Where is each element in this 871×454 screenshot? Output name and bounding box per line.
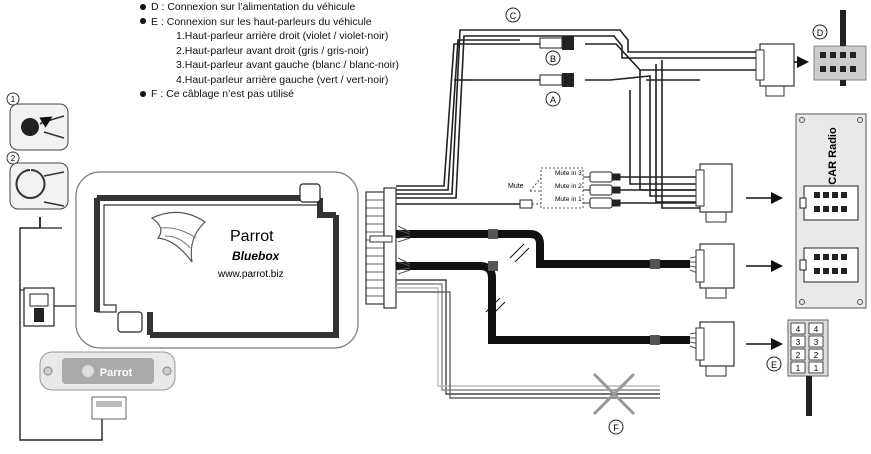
bullet-icon: [140, 18, 146, 25]
step-2-icon: 2: [6, 151, 69, 210]
radio-connector-1: [695, 163, 783, 223]
display-label: Parrot: [100, 367, 133, 379]
pin-3-left: 3: [796, 338, 801, 347]
mute-in-1: Mute in 1: [555, 196, 582, 203]
harness-connector: [365, 187, 397, 309]
mute-label: Mute: [508, 183, 524, 190]
pin-2-left: 2: [796, 351, 801, 360]
legend-f: F : Ce câblage n’est pas utilisé: [140, 87, 399, 102]
unused-wires: F: [396, 279, 660, 435]
radio-socket-bottom: [799, 247, 859, 283]
bullet-icon: [140, 3, 146, 10]
car-radio-label: CAR Radio: [827, 127, 839, 185]
pin-4-left: 4: [796, 325, 801, 334]
pin-3-right: 3: [814, 338, 819, 347]
legend-e: E : Connexion sur les haut-parleurs du v…: [140, 15, 399, 30]
callout-a: A: [550, 95, 556, 105]
radio-socket-top: [799, 185, 859, 221]
bullet-icon: [140, 90, 146, 97]
vehicle-power-connector: D: [812, 10, 867, 86]
speaker-harness: [396, 225, 701, 351]
display-cable: [19, 217, 103, 441]
legend-speaker-1: 1.Haut-parleur arrière droit (violet / v…: [176, 30, 389, 42]
speaker-connector: [695, 321, 783, 377]
brand-text: Parrot: [230, 228, 274, 245]
legend-d: D : Connexion sur l’alimentation du véhi…: [140, 0, 399, 15]
product-text: Bluebox: [232, 249, 281, 263]
radio-connector-2: [695, 243, 783, 299]
callout-d: D: [817, 28, 824, 38]
callout-b: B: [550, 54, 556, 64]
fuse-a: A: [539, 73, 574, 107]
step-1-icon: 1: [6, 92, 69, 151]
display-module: Parrot: [39, 351, 176, 420]
small-connector: [23, 287, 84, 327]
fuse-b: B: [539, 36, 574, 66]
legend-speaker-3: 3.Haut-parleur avant gauche (blanc / bla…: [176, 59, 399, 71]
car-radio: CAR Radio: [795, 113, 867, 309]
callout-2: 2: [11, 154, 16, 163]
mute-in-2: Mute in 2: [555, 183, 582, 190]
mute-in-3: Mute in 3: [555, 170, 582, 177]
callout-c: C: [510, 11, 517, 21]
callout-f: F: [613, 423, 619, 433]
pin-2-right: 2: [814, 351, 819, 360]
speaker-pin-block: 4 4 3 3 2 2 1 1 E: [766, 319, 829, 416]
legend: D : Connexion sur l’alimentation du véhi…: [140, 0, 399, 102]
callout-e: E: [771, 360, 777, 370]
callout-1: 1: [11, 95, 16, 104]
callout-c-group: C: [505, 7, 521, 23]
pin-4-right: 4: [814, 325, 819, 334]
mute-wiring: Mute in 3 Mute in 2 Mute in 1 Mute: [396, 167, 700, 209]
legend-speaker-4: 4.Haut-parleur arrière gauche (vert / ve…: [176, 73, 389, 86]
pin-1-left: 1: [796, 364, 801, 373]
bluebox-unit: Parrot Bluebox www.parrot.biz: [75, 171, 359, 349]
pin-1-right: 1: [814, 364, 819, 373]
url-text: www.parrot.biz: [217, 269, 284, 280]
iso-connector-top: [755, 43, 809, 97]
legend-speaker-2: 2.Haut-parleur avant droit (gris / gris-…: [176, 44, 369, 57]
